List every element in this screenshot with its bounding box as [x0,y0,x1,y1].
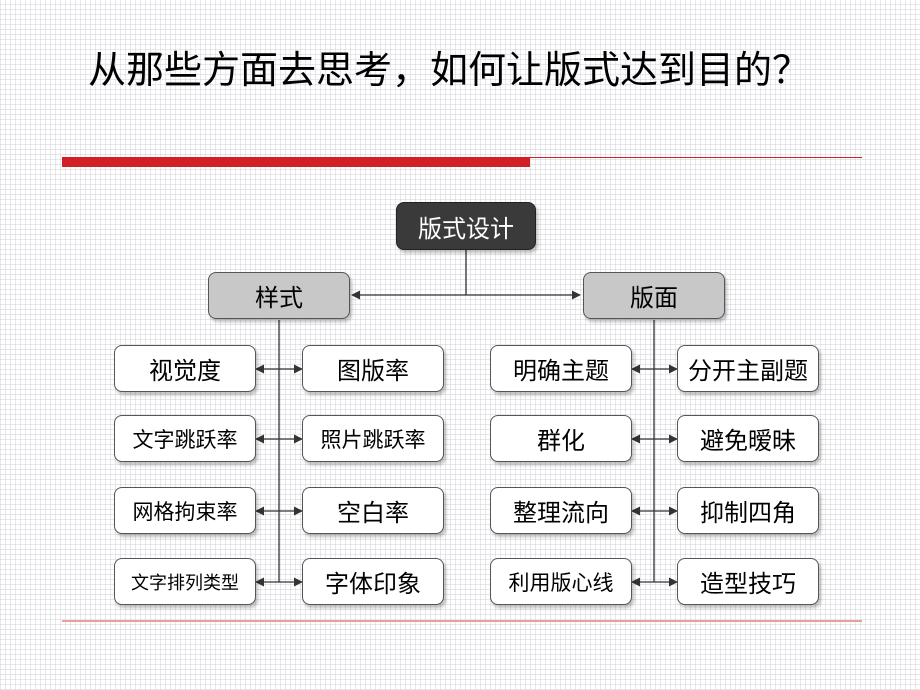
left-col2-item-0: 图版率 [302,345,444,392]
title-underline-thin [530,157,862,158]
left-col1-item-1: 文字跳跃率 [114,415,256,462]
category-layout: 版面 [583,272,725,319]
title-underline-thick [62,157,530,167]
left-col1-item-0: 视觉度 [114,345,256,392]
footer-divider [62,620,862,622]
right-col2-item-2: 抑制四角 [677,487,819,534]
right-col1-item-0: 明确主题 [490,345,632,392]
right-col1-item-3: 利用版心线 [490,558,632,605]
right-col1-item-2: 整理流向 [490,487,632,534]
left-col2-item-2: 空白率 [302,487,444,534]
slide-title: 从那些方面去思考，如何让版式达到目的？ [88,48,811,92]
category-style: 样式 [208,272,350,319]
left-col2-item-3: 字体印象 [302,558,444,605]
right-col2-item-1: 避免暧昧 [677,415,819,462]
right-col2-item-3: 造型技巧 [677,558,819,605]
right-col1-item-1: 群化 [490,415,632,462]
left-col1-item-2: 网格拘束率 [114,487,256,534]
root-node: 版式设计 [396,202,536,250]
right-col2-item-0: 分开主副题 [677,345,819,392]
left-col1-item-3: 文字排列类型 [114,558,256,605]
left-col2-item-1: 照片跳跃率 [302,415,444,462]
